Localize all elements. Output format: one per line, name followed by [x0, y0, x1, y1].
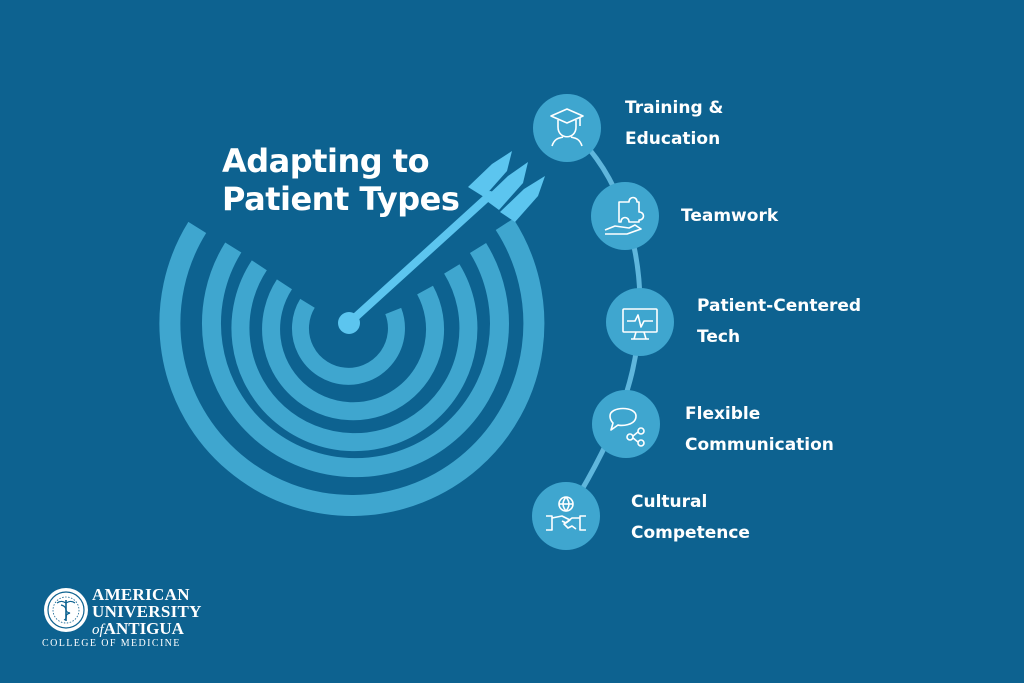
step-label-training: Training & Education [625, 93, 723, 155]
target-rings [159, 218, 545, 516]
logo-antigua: ANTIGUA [103, 619, 184, 638]
puzzle-hand-icon [604, 196, 645, 235]
arrow-fletching-1 [468, 151, 512, 197]
step-icon-5 [532, 482, 600, 550]
graduate-icon [550, 108, 584, 147]
logo-line-1: AMERICAN [92, 585, 190, 604]
target-ring-4 [262, 279, 444, 421]
step-label-teamwork: Teamwork [681, 201, 778, 232]
step-label-line: Tech [697, 327, 741, 347]
arrow-shaft [345, 191, 494, 327]
globe-handshake-icon [546, 496, 586, 531]
step-label-communication: Flexible Communication [685, 399, 834, 461]
step-icon-2 [591, 182, 659, 250]
arrow-tip [338, 312, 360, 334]
step-label-line: Competence [631, 523, 750, 543]
logo-line-2: UNIVERSITY [92, 602, 202, 621]
step-label-line: Teamwork [681, 206, 779, 226]
step-label-line: Education [625, 129, 721, 149]
monitor-heartbeat-icon [622, 308, 658, 340]
logo-subtitle: COLLEGE OF MEDICINE [42, 638, 181, 649]
target-ring-1 [159, 218, 545, 516]
step-label-cultural: Cultural Competence [631, 487, 750, 549]
chat-share-icon [609, 407, 645, 447]
logo-of: of [92, 622, 104, 638]
step-label-line: Flexible [685, 404, 761, 424]
step-icon-3 [606, 288, 674, 356]
arrow [338, 151, 545, 334]
step-label-line: Cultural [631, 492, 708, 512]
step-icon-4 [592, 390, 660, 458]
step-label-line: Training & [625, 98, 724, 118]
page-title: Adapting to Patient Types [222, 142, 460, 218]
step-label-line: Patient-Centered [697, 296, 862, 316]
title-line-1: Adapting to [222, 142, 430, 180]
logo-line-3: ofANTIGUA [92, 620, 202, 639]
logo-wordmark: AMERICAN UNIVERSITY ofANTIGUA [92, 586, 202, 639]
arrow-fletching-2 [484, 162, 528, 210]
step-label-tech: Patient-Centered Tech [697, 291, 861, 353]
target-ring-3 [231, 260, 478, 452]
step-label-line: Communication [685, 435, 834, 455]
logo-seal [44, 588, 88, 632]
university-logo: AMERICAN UNIVERSITY ofANTIGUA COLLEGE OF… [42, 586, 212, 649]
target-ring-5 [292, 298, 405, 385]
target-ring-2 [201, 242, 509, 478]
title-line-2: Patient Types [222, 180, 460, 218]
arrow-fletching-3 [500, 176, 545, 222]
step-icon-1 [533, 94, 601, 162]
